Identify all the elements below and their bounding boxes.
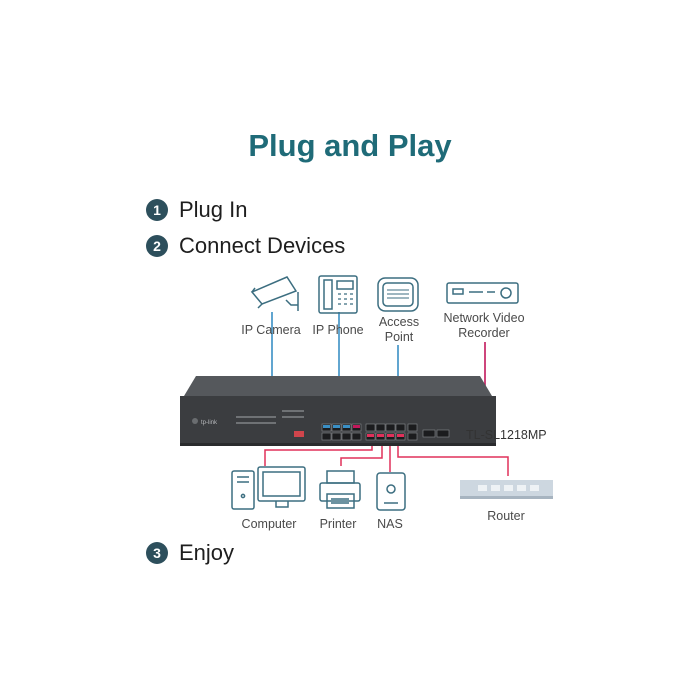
device-label-ip-camera: IP Camera bbox=[241, 323, 301, 337]
computer-link bbox=[264, 443, 373, 466]
nas-icon bbox=[376, 472, 406, 511]
device-label-ip-phone: IP Phone bbox=[312, 323, 364, 337]
step-number-badge: 3 bbox=[146, 542, 168, 564]
step-enjoy: 3 Enjoy bbox=[146, 540, 234, 566]
step-plug-in: 1 Plug In bbox=[146, 197, 248, 223]
svg-text:tp-link: tp-link bbox=[201, 420, 218, 426]
device-label-nvr: Network Video Recorder bbox=[443, 311, 525, 340]
router-icon bbox=[460, 480, 553, 499]
step-text: Plug In bbox=[179, 197, 248, 222]
step-text: Enjoy bbox=[179, 540, 235, 565]
printer-icon bbox=[319, 470, 361, 509]
page-title: Plug and Play bbox=[248, 128, 452, 163]
device-label-access-point: Access Point bbox=[378, 315, 420, 344]
switch-model-label: TL-SL1218MP bbox=[466, 428, 547, 442]
printer-link bbox=[340, 443, 383, 466]
step-number-badge: 2 bbox=[146, 235, 168, 257]
step-text: Connect Devices bbox=[179, 233, 346, 258]
device-label-printer: Printer bbox=[319, 517, 357, 531]
nvr-icon bbox=[446, 282, 519, 304]
device-label-computer: Computer bbox=[241, 517, 297, 531]
router-link bbox=[397, 443, 509, 476]
computer-icon bbox=[231, 466, 306, 510]
access-point-icon bbox=[377, 277, 419, 312]
ip-camera-icon bbox=[250, 276, 299, 311]
step-connect-devices: 2 Connect Devices bbox=[146, 233, 345, 259]
switch-device: tp-link bbox=[180, 376, 496, 446]
step-number-badge: 1 bbox=[146, 199, 168, 221]
device-label-router: Router bbox=[487, 509, 525, 523]
device-label-nas: NAS bbox=[377, 517, 403, 531]
ip-phone-icon bbox=[318, 275, 358, 314]
